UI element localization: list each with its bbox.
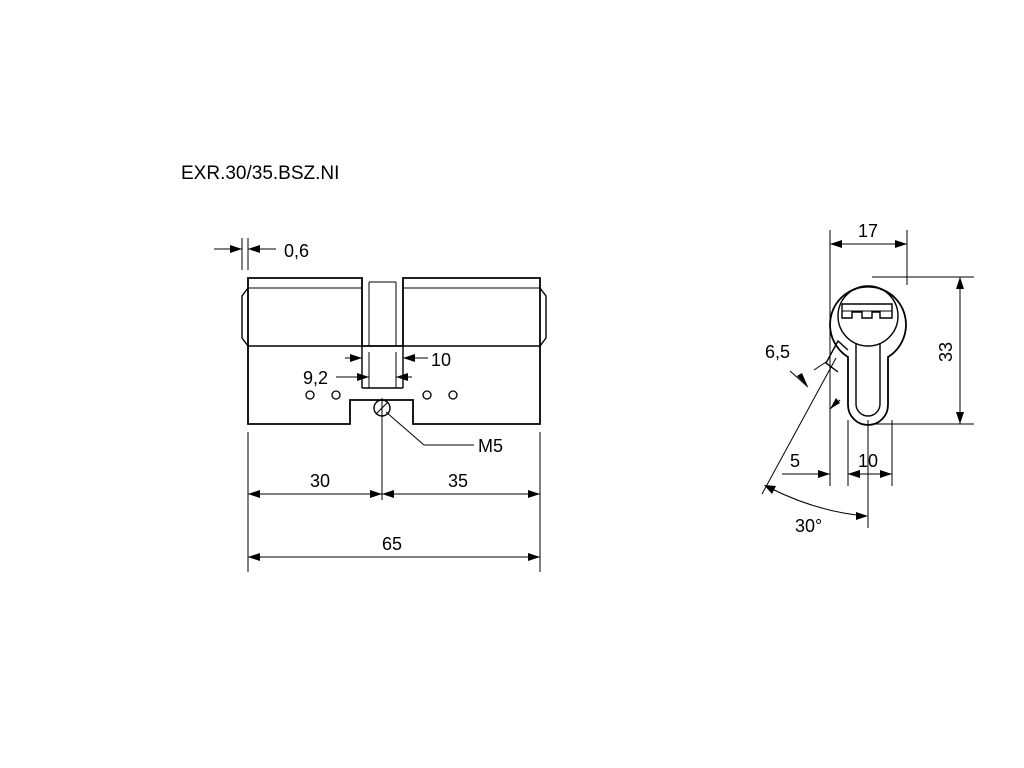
keyway — [841, 303, 893, 319]
tail-width-dimension: 10 — [848, 420, 893, 486]
cam-slot — [361, 281, 404, 389]
pin-hole — [448, 390, 458, 400]
drawing-title: EXR.30/35.BSZ.NI — [181, 163, 339, 184]
pin-hole — [331, 390, 341, 400]
cam-dimension: 6,5 — [765, 342, 841, 410]
height-label: 33 — [936, 342, 956, 362]
cam-inner-dimension: 9,2 — [303, 368, 412, 388]
offset-dimension: 0,6 — [214, 238, 309, 270]
angle-dimension: 30° — [761, 357, 869, 536]
angle-label: 30° — [795, 516, 822, 536]
end-view: 17 33 6,5 5 — [761, 221, 974, 536]
cylinder-body — [247, 277, 541, 425]
cam-width-dimension: 10 — [345, 350, 451, 370]
cam-label: 6,5 — [765, 342, 790, 362]
offset-5-dimension: 5 — [782, 420, 860, 486]
pin-hole — [305, 390, 315, 400]
length-dimensions: 30 35 65 — [247, 418, 541, 572]
screw-label: M5 — [478, 436, 503, 456]
width-dimension: 17 — [829, 221, 908, 486]
pin-hole — [422, 390, 432, 400]
offset-label: 0,6 — [284, 241, 309, 261]
plug — [837, 285, 899, 347]
offset-5-label: 5 — [790, 451, 800, 471]
right-length-label: 35 — [448, 471, 468, 491]
total-length-label: 65 — [382, 534, 402, 554]
cam-width-label: 10 — [431, 350, 451, 370]
cam-inner-label: 9,2 — [303, 368, 328, 388]
left-chamfer — [241, 287, 249, 347]
right-chamfer — [539, 287, 547, 347]
side-view: 0,6 10 9,2 M5 — [214, 238, 547, 572]
width-label: 17 — [858, 221, 878, 241]
cam — [825, 339, 849, 373]
height-dimension: 33 — [872, 276, 974, 425]
screw-leader: M5 — [385, 411, 503, 456]
left-length-label: 30 — [310, 471, 330, 491]
